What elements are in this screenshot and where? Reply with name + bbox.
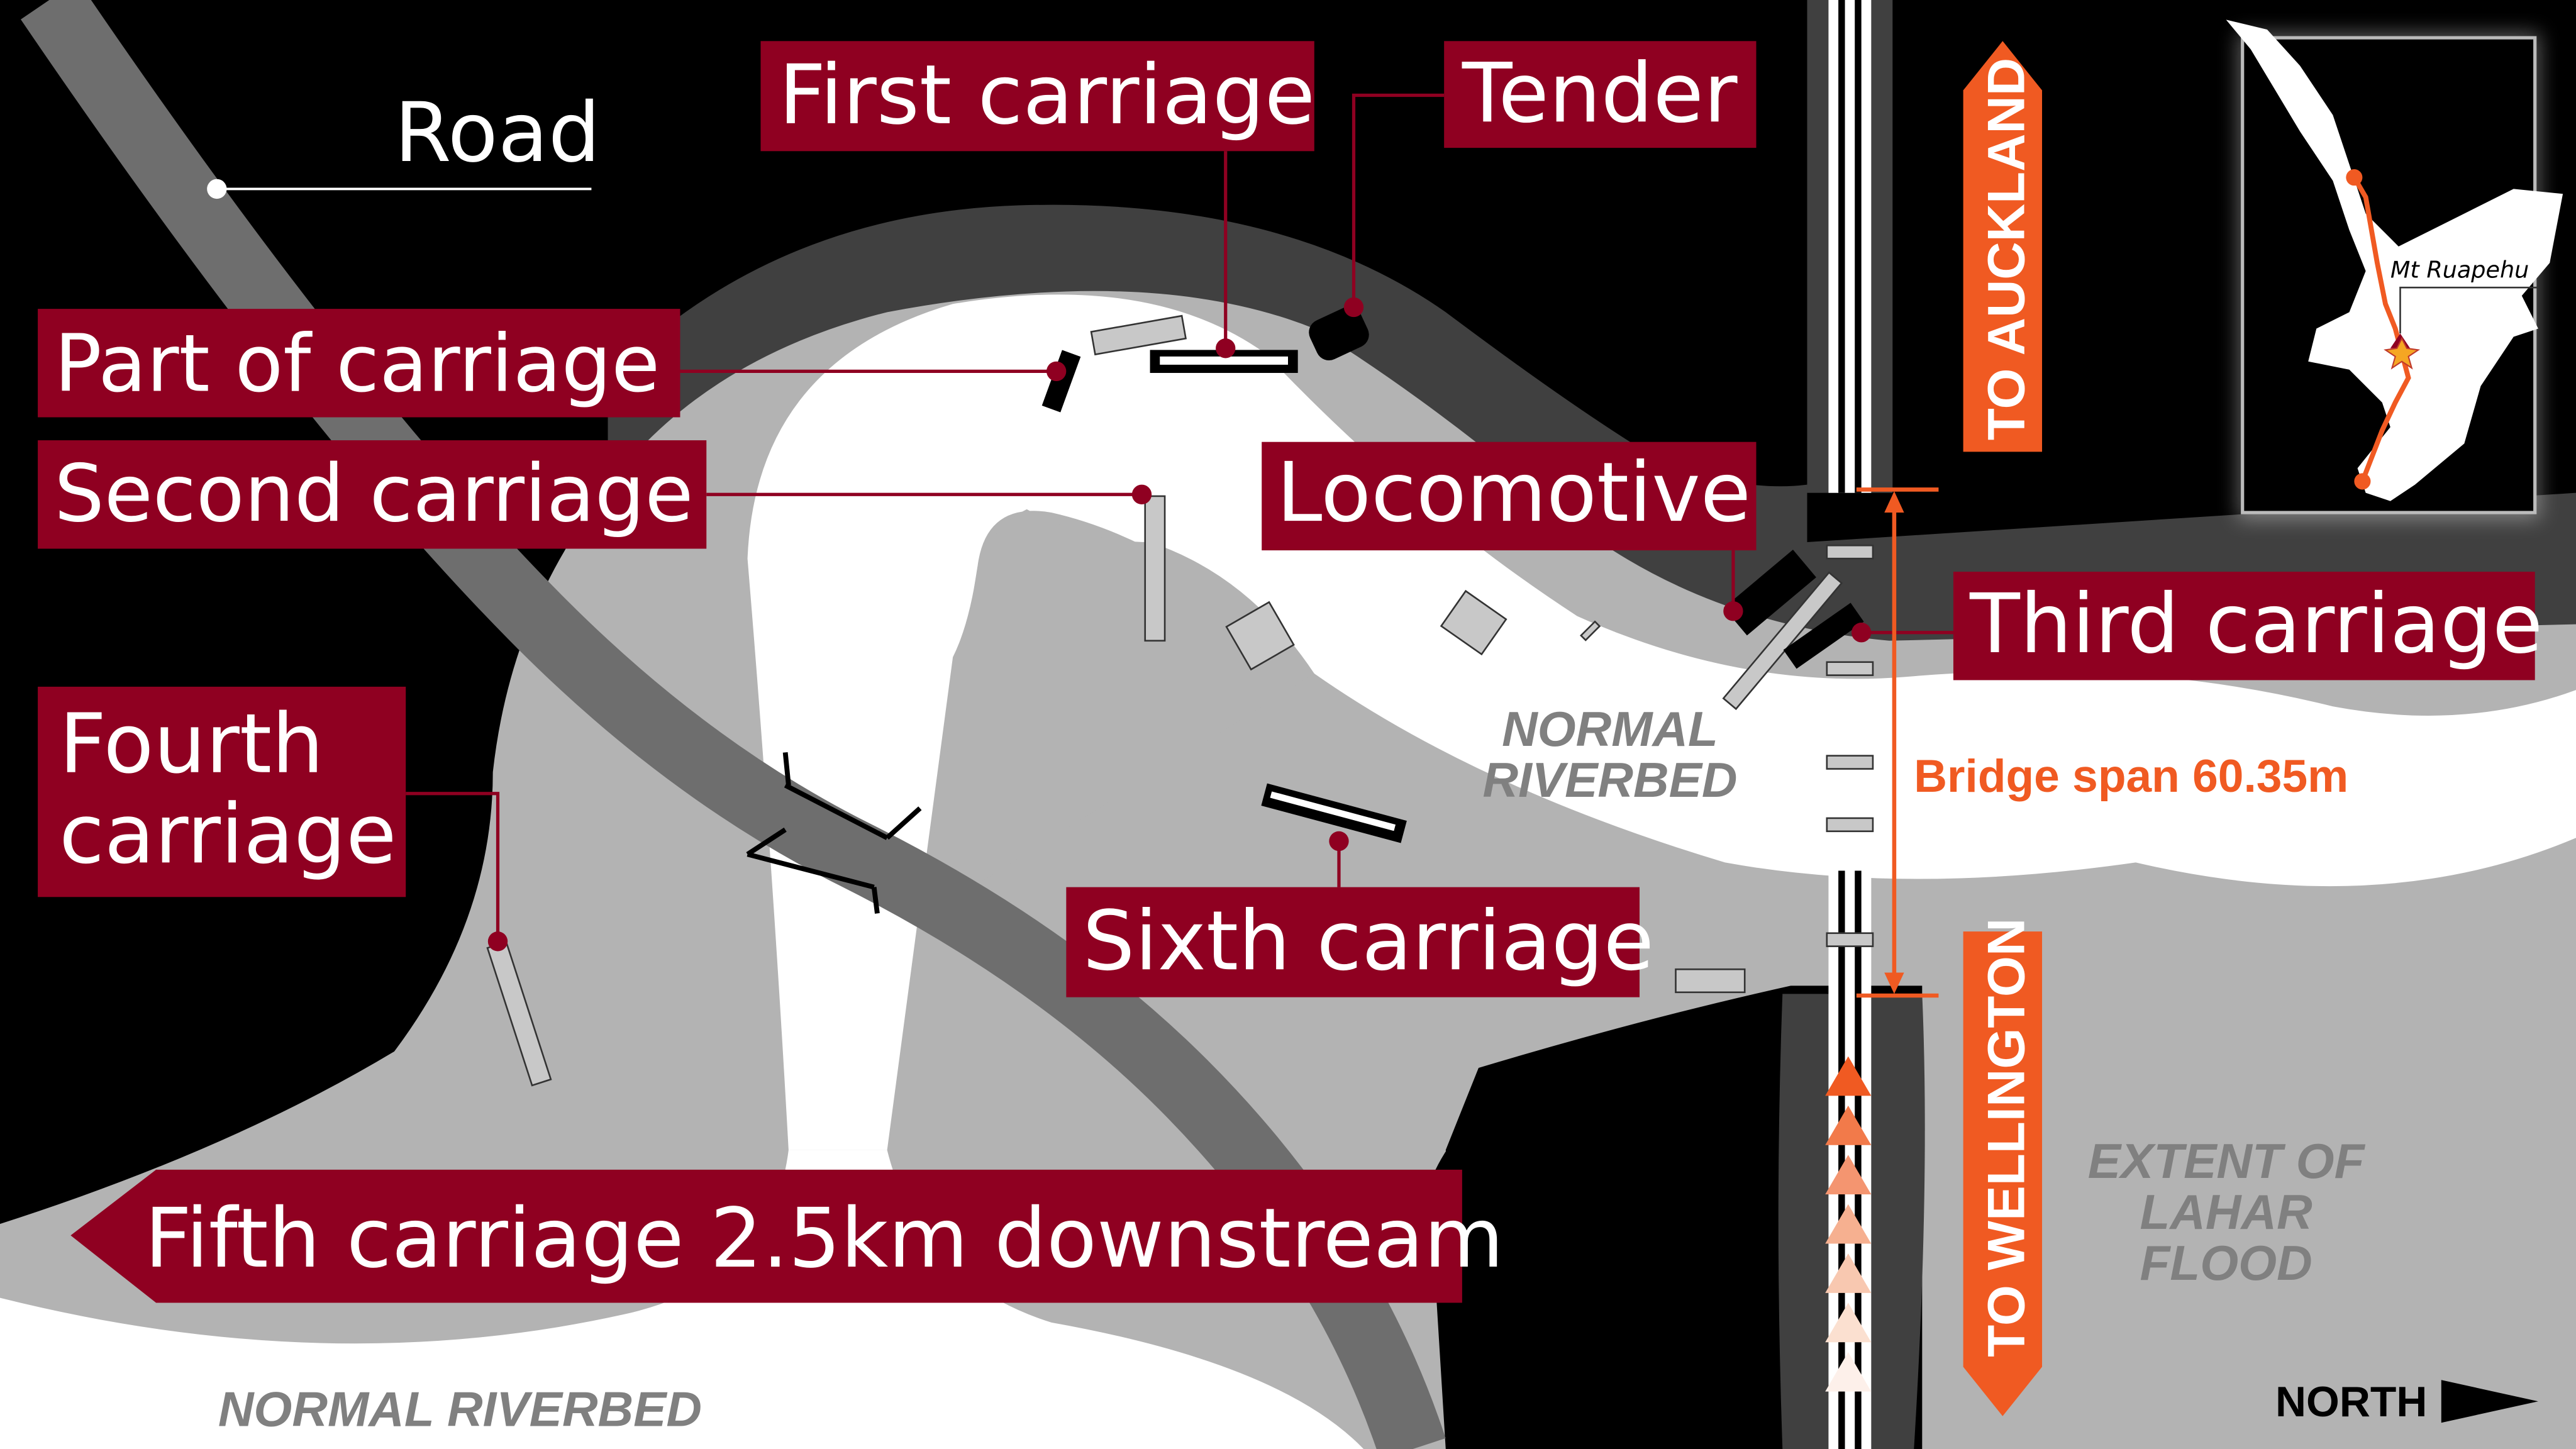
label-fourth-carriage: Fourth carriage [38, 686, 406, 897]
label-second-carriage: Second carriage [38, 440, 707, 549]
road-label-text: Road [394, 85, 601, 180]
label-sixth-carriage: Sixth carriage [1066, 887, 1654, 997]
svg-text:Fourth: Fourth [59, 696, 324, 792]
north-indicator: NORTH [2275, 1379, 2538, 1426]
to-wellington-badge: TO WELLINGTON [1963, 918, 2043, 1416]
lahar-flood-extent [0, 291, 2576, 1449]
svg-text:Part of carriage: Part of carriage [54, 318, 660, 410]
leader-dots [487, 297, 1872, 952]
svg-text:EXTENT OF: EXTENT OF [2088, 1133, 2366, 1189]
north-island-shape [2226, 19, 2563, 501]
dry-ground [1429, 1030, 1791, 1449]
svg-text:NORMAL: NORMAL [1502, 701, 1718, 757]
part-carriage-wreck [1041, 350, 1081, 413]
road-label: Road [207, 85, 601, 199]
leader-lines [406, 93, 1953, 941]
label-tender: Tender [1444, 41, 1757, 148]
svg-text:TO AUCKLAND: TO AUCKLAND [1976, 58, 2035, 440]
river-island-edge [919, 509, 1314, 920]
label-first-carriage: First carriage [760, 41, 1315, 152]
svg-text:Fifth carriage 2.5km downstrea: Fifth carriage 2.5km downstream [145, 1191, 1504, 1286]
wreck-windows [1160, 356, 1396, 831]
direction-arrows [1825, 1056, 1872, 1392]
svg-text:FLOOD: FLOOD [2140, 1235, 2312, 1291]
lahar-extent-label: EXTENT OF LAHAR FLOOD [2088, 1133, 2366, 1291]
label-locomotive: Locomotive [1262, 441, 1757, 551]
tender-wreck [1309, 306, 1369, 360]
explosion-icon [2384, 336, 2421, 370]
normal-riverbed-center-label: NORMAL RIVERBED [1483, 701, 1738, 808]
svg-text:Mt Ruapehu: Mt Ruapehu [2390, 256, 2529, 283]
svg-text:NORTH: NORTH [2275, 1379, 2427, 1426]
label-part-of-carriage: Part of carriage [38, 309, 680, 418]
svg-text:Sixth carriage: Sixth carriage [1082, 893, 1654, 989]
river-main-channel [747, 294, 2576, 1150]
third-carriage-wreck [1783, 602, 1864, 669]
north-arrow-icon [2441, 1380, 2538, 1423]
label-third-carriage: Third carriage [1953, 572, 2543, 680]
bridge-piers [1826, 544, 1874, 947]
to-auckland-badge: TO AUCKLAND [1963, 41, 2043, 452]
svg-text:Locomotive: Locomotive [1277, 445, 1751, 540]
svg-text:Tender: Tender [1462, 45, 1738, 141]
bridge-span-measure [1856, 487, 1939, 998]
svg-text:Second carriage: Second carriage [54, 448, 693, 540]
svg-text:carriage: carriage [59, 786, 397, 882]
debris [486, 314, 1843, 1087]
svg-text:LAHAR: LAHAR [2140, 1184, 2312, 1240]
locomotive-wreck [1723, 549, 1816, 636]
svg-text:Third carriage: Third carriage [1969, 576, 2543, 672]
road-bridge [746, 752, 922, 914]
inset-map: Mt Ruapehu [2226, 19, 2563, 519]
svg-text:TO WELLINGTON: TO WELLINGTON [1976, 918, 2035, 1357]
svg-text:First carriage: First carriage [779, 47, 1315, 143]
railway-north [1807, 0, 1893, 493]
svg-text:RIVERBED: RIVERBED [1483, 752, 1738, 808]
bridge-span-label: Bridge span 60.35m [1914, 751, 2348, 802]
normal-riverbed-bottom-label: NORMAL RIVERBED [218, 1381, 702, 1436]
label-fifth-carriage: Fifth carriage 2.5km downstream [70, 1169, 1504, 1303]
